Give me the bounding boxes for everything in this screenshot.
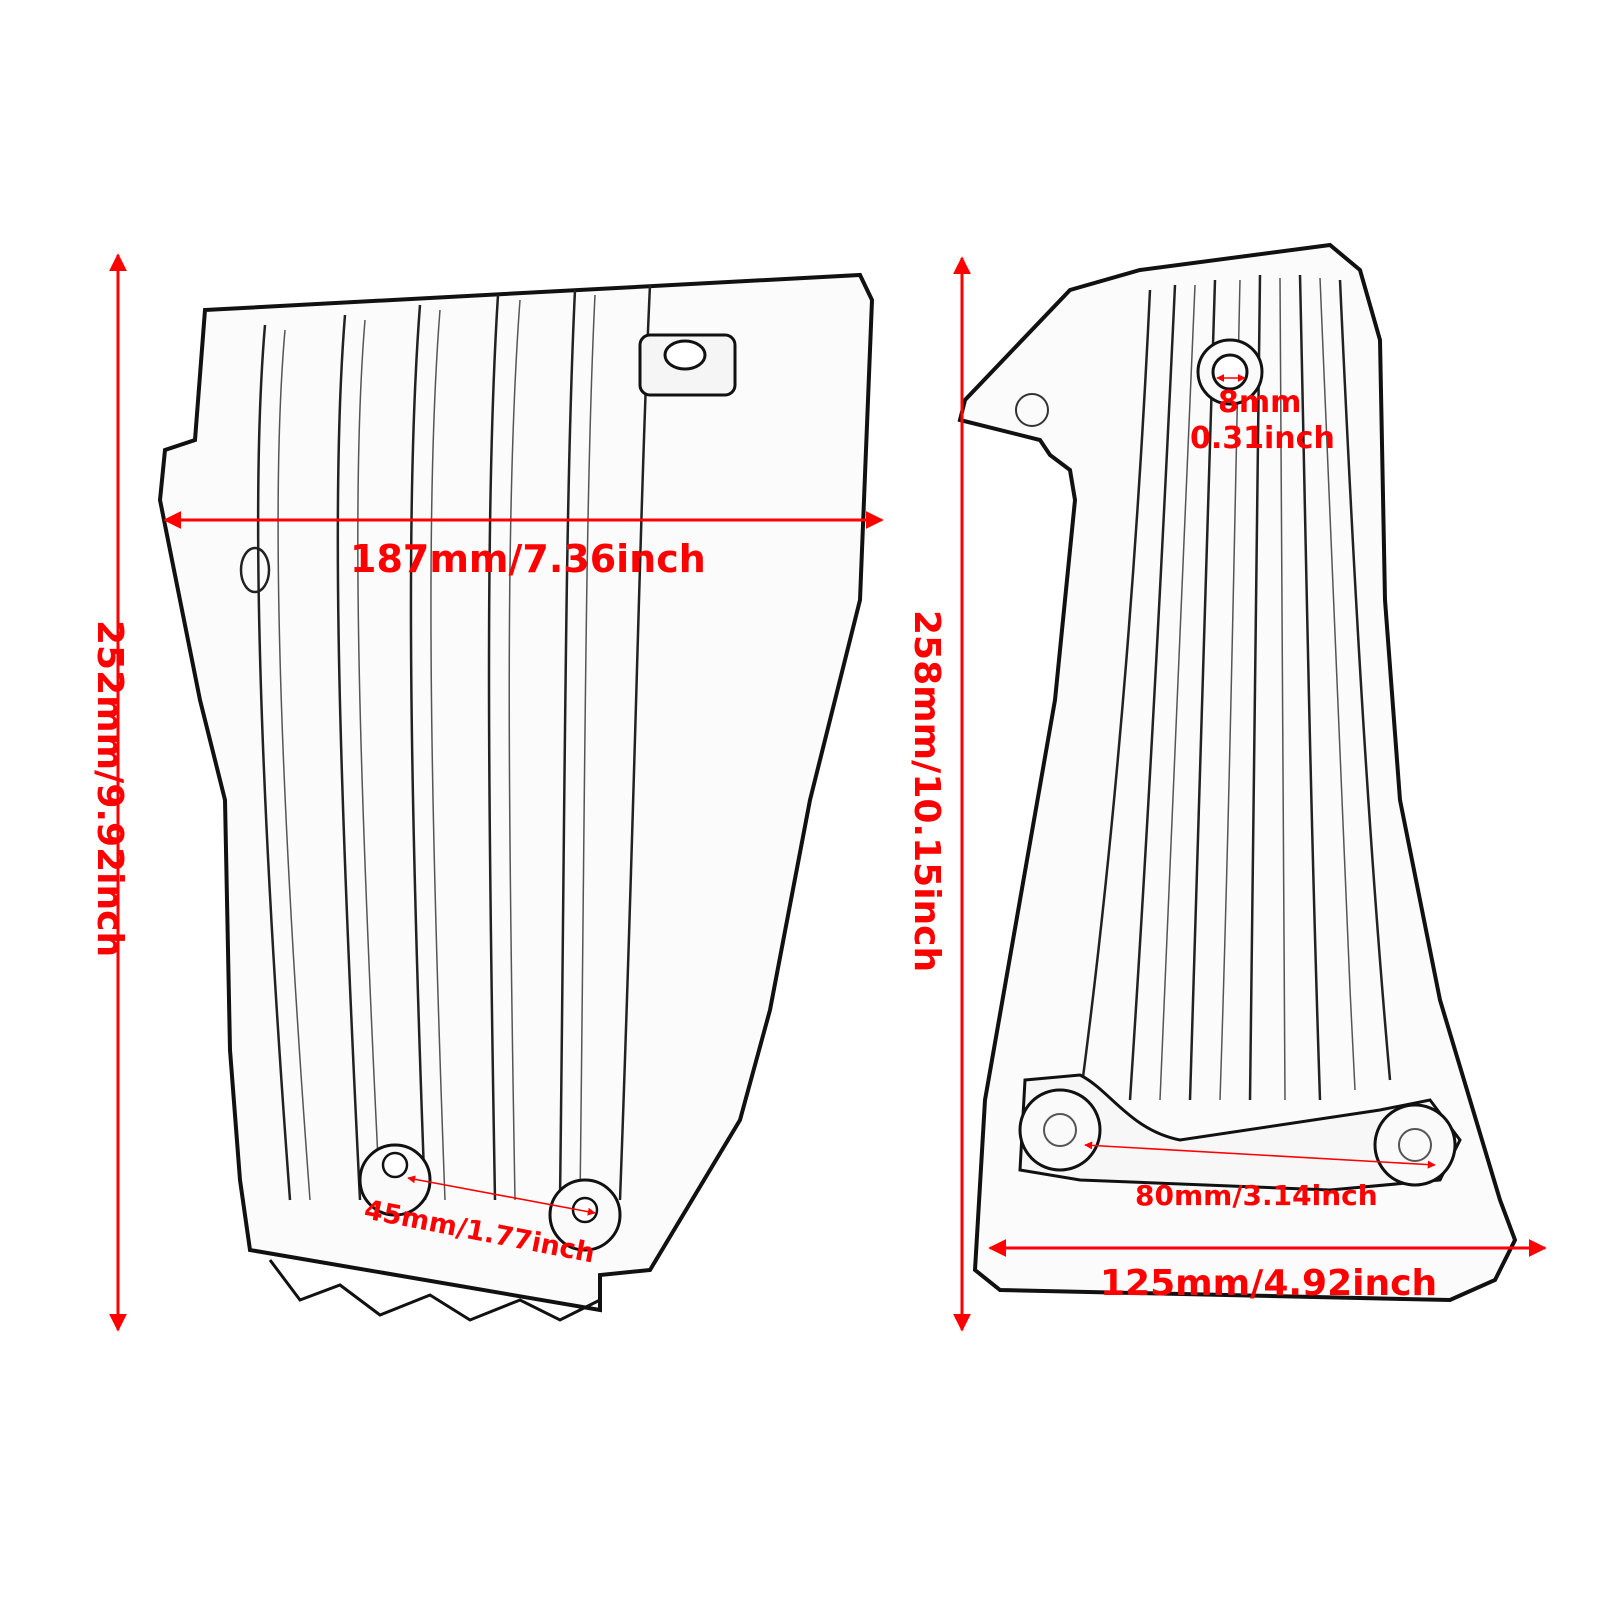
mount-hole (663, 339, 707, 371)
hole-diameter-inch-label: 0.31inch (1190, 421, 1335, 456)
left-height-label: 252mm/9.92inch (89, 620, 130, 957)
side-hole (239, 546, 271, 594)
right-hole-spacing-label: 80mm/3.14inch (1135, 1179, 1378, 1212)
right-hole-spacing-arrow (1084, 1141, 1436, 1169)
left-side-cover (157, 272, 875, 1322)
left-width-label: 187mm/7.36inch (350, 537, 706, 581)
right-width-label: 125mm/4.92inch (1100, 1263, 1437, 1304)
bracket-hole-left (1018, 1088, 1102, 1172)
right-height-label: 258mm/10.15inch (906, 610, 947, 972)
bracket-hole-right (1373, 1103, 1457, 1187)
left-hole-spacing-arrow (407, 1175, 596, 1216)
hole-diameter-mm-label: 8mm (1218, 385, 1301, 420)
